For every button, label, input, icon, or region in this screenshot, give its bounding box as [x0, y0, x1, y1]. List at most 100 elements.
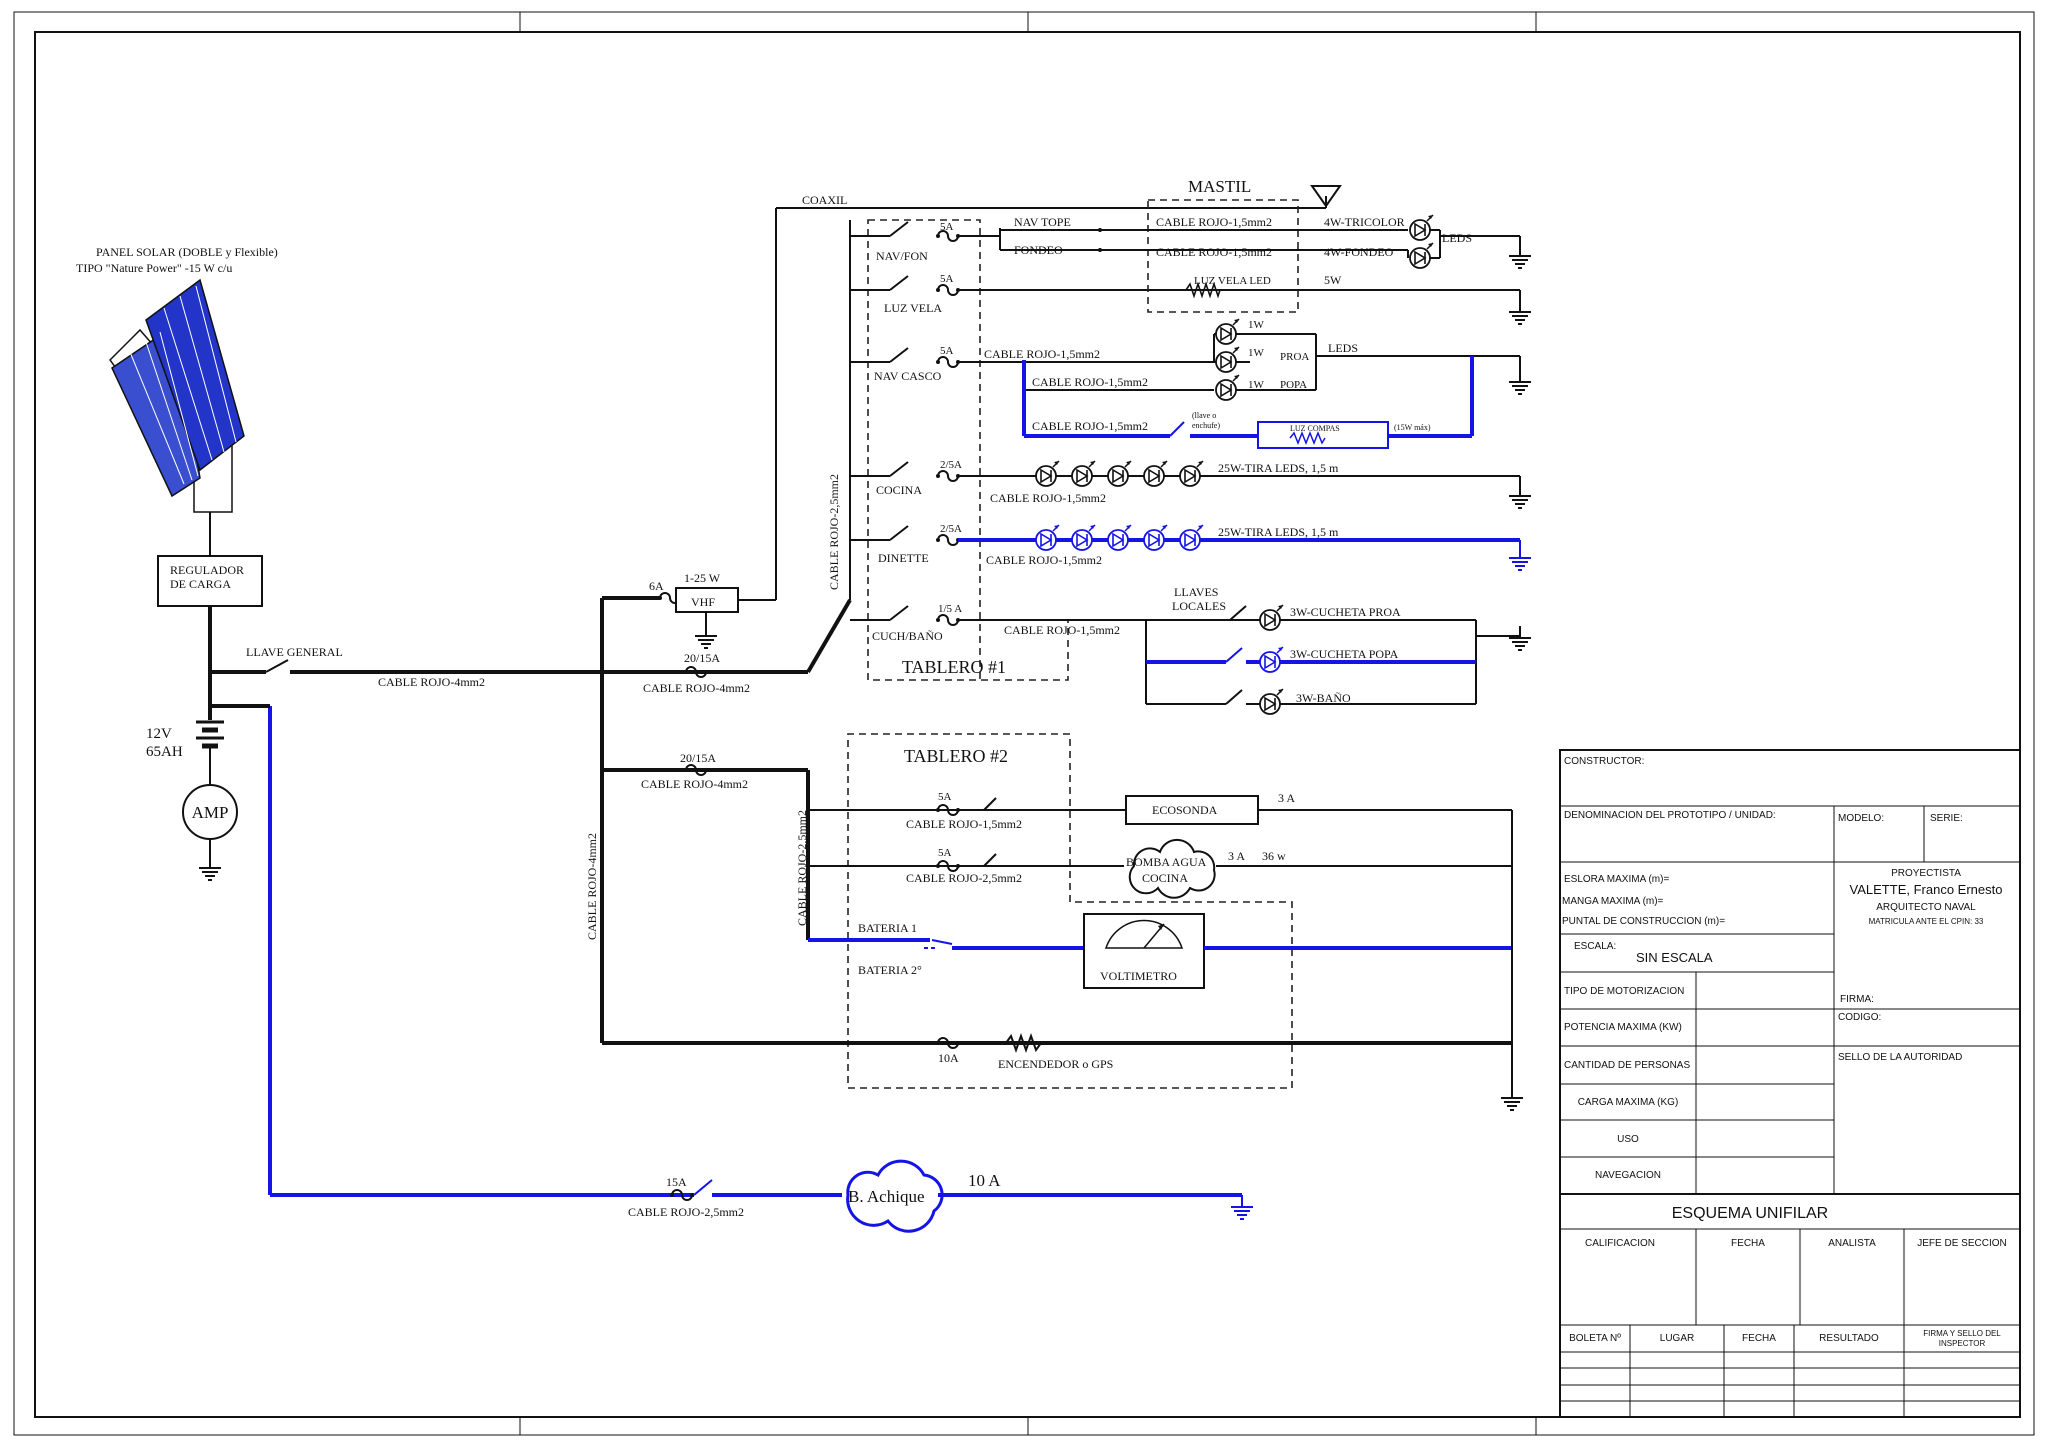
llave-general-label: LLAVE GENERAL — [246, 645, 343, 659]
vhf-power: 1-25 W — [684, 571, 721, 585]
cocina-cable: CABLE ROJO-1,5mm2 — [990, 491, 1106, 505]
bomba-agua-shape — [1128, 838, 1216, 899]
compas-cable: CABLE ROJO-1,5mm2 — [1032, 419, 1148, 433]
cocina-strip: 25W-TIRA LEDS, 1,5 m — [1035, 460, 1339, 487]
tb-firma-sello1: FIRMA Y SELLO DEL — [1923, 1329, 2001, 1338]
cucheta-proa-label: 3W-CUCHETA PROA — [1290, 605, 1401, 619]
main-fuse-2: 20/15A — [680, 751, 716, 765]
encendedor-resistor-icon — [1005, 1033, 1042, 1053]
luz-vela-power: 5W — [1324, 273, 1342, 287]
casco-proa: PROA — [1280, 351, 1309, 363]
bomba-fuse: 5A — [938, 847, 952, 859]
tb-puntal: PUNTAL DE CONSTRUCCION (m)= — [1562, 916, 1725, 927]
nav-tope-label: NAV TOPE — [1014, 215, 1071, 229]
tb-name: VALETTE, Franco Ernesto — [1850, 882, 2003, 897]
navcasco-fuse: 5A — [940, 345, 954, 357]
tb-analista: ANALISTA — [1828, 1238, 1876, 1249]
casco-leds: LEDS — [1328, 341, 1358, 355]
tb-eslora: ESLORA MAXIMA (m)= — [1564, 874, 1669, 885]
bomba-achique: 15A CABLE ROJO-2,5mm2 B. Achique 10 A — [270, 1159, 1254, 1233]
tb-modelo: MODELO: — [1838, 813, 1884, 824]
tablero-1: TABLERO #1 5A NAV/FON NAV TOPE FONDEO 5A… — [850, 215, 1520, 681]
tablero2-title: TABLERO #2 — [904, 746, 1008, 766]
voltimetro-label: VOLTIMETRO — [1100, 969, 1177, 983]
tricolor-led-icon — [1409, 214, 1434, 241]
voltimetro-box — [1083, 913, 1205, 989]
achique-fuse: 15A — [666, 1175, 687, 1189]
tb-serie: SERIE: — [1930, 813, 1963, 824]
charge-regulator: REGULADOR DE CARGA — [157, 555, 263, 607]
luzvela-label: LUZ VELA — [884, 301, 942, 315]
coaxil-label: COAXIL — [802, 193, 847, 207]
ecosonda-fuse: 5A — [938, 791, 952, 803]
enchufe: enchufe) — [1192, 421, 1220, 430]
tb-potencia: POTENCIA MAXIMA (KW) — [1564, 1022, 1682, 1033]
bomba-watts: 36 w — [1262, 849, 1286, 863]
achique-label: B. Achique — [848, 1187, 925, 1206]
fondeo-led-label: 4W-FONDEO — [1324, 245, 1394, 259]
tricolor-label: 4W-TRICOLOR — [1324, 215, 1405, 229]
encendedor-fuse: 10A — [938, 1051, 959, 1065]
ecosonda-amps: 3 A — [1278, 791, 1295, 805]
mastil-cable-fondeo: CABLE ROJO-1,5mm2 — [1156, 245, 1272, 259]
antenna-icon — [1310, 185, 1342, 208]
casco-popa: POPA — [1280, 379, 1307, 391]
tablero1-title: TABLERO #1 — [902, 657, 1006, 677]
amp-label: AMP — [192, 803, 229, 822]
locales-label: LOCALES — [1172, 599, 1226, 613]
tb-firma: FIRMA: — [1840, 994, 1874, 1005]
main-fuse-1: 20/15A — [684, 651, 720, 665]
fondeo-label: FONDEO — [1014, 243, 1063, 257]
tb-navegacion: NAVEGACION — [1595, 1170, 1661, 1181]
mastil-title: MASTIL — [1188, 177, 1251, 196]
cuchetas: LLAVES LOCALES 3W-CUCHETA PROA 3W-CUCHET… — [1145, 585, 1520, 715]
ecosonda-box — [1125, 795, 1259, 825]
main-feeder: LLAVE GENERAL CABLE ROJO-4mm2 20/15A CAB… — [210, 220, 852, 1195]
bateria2-label: BATERIA 2° — [858, 963, 922, 977]
llave-o: (llave o — [1192, 411, 1216, 420]
tb-lugar: LUGAR — [1660, 1333, 1694, 1344]
navcasco-label: NAV CASCO — [874, 369, 942, 383]
tb-jefe: JEFE DE SECCION — [1917, 1238, 2006, 1249]
vhf-circuit: 6A VHF 1-25 W COAXIL — [649, 185, 1342, 649]
solar-panel: PANEL SOLAR (DOBLE y Flexible) TIPO "Nat… — [76, 245, 278, 556]
ecosonda-cable: CABLE ROJO-1,5mm2 — [906, 817, 1022, 831]
battery-voltage: 12V — [146, 726, 172, 742]
tb-escala-value: SIN ESCALA — [1636, 950, 1713, 965]
main-vertical-cable: CABLE ROJO-4mm2 — [585, 833, 599, 940]
bomba-amps: 3 A — [1228, 849, 1245, 863]
mastil: MASTIL CABLE ROJO-1,5mm2 CABLE ROJO-1,5m… — [1098, 177, 1520, 313]
achique-amps: 10 A — [968, 1171, 1001, 1190]
navfon-fuse: 5A — [940, 221, 954, 233]
bomba-line2: COCINA — [1142, 871, 1188, 885]
cocina-strip-label: 25W-TIRA LEDS, 1,5 m — [1218, 461, 1339, 475]
sheet-frame — [13, 11, 2035, 1436]
luz-vela-resistor-icon — [1185, 281, 1221, 299]
casco-w2: 1W — [1248, 347, 1265, 359]
tb-esquema: ESQUEMA UNIFILAR — [1672, 1205, 1828, 1222]
llaves-label: LLAVES — [1174, 585, 1218, 599]
luz-compas-power: (15W máx) — [1394, 423, 1431, 432]
battery-capacity: 65AH — [146, 744, 183, 760]
regulator-line2: DE CARGA — [170, 577, 231, 591]
tb-codigo: CODIGO: — [1838, 1012, 1881, 1023]
bateria1-label: BATERIA 1 — [858, 921, 917, 935]
achique-cable: CABLE ROJO-2,5mm2 — [628, 1205, 744, 1219]
fondeo-led-icon — [1409, 242, 1434, 269]
tb-fecha2: FECHA — [1742, 1333, 1776, 1344]
casco-popa-cable: CABLE ROJO-1,5mm2 — [1032, 375, 1148, 389]
mastil-cable-tricolor: CABLE ROJO-1,5mm2 — [1156, 215, 1272, 229]
bomba-line1: BOMBA AGUA — [1126, 855, 1207, 869]
cuch-cable: CABLE ROJO-1,5mm2 — [1004, 623, 1120, 637]
main-cable-2: CABLE ROJO-4mm2 — [643, 681, 750, 695]
luzvela-fuse: 5A — [940, 273, 954, 285]
encendedor-label: ENCENDEDOR o GPS — [998, 1057, 1113, 1071]
dinette-strip: 25W-TIRA LEDS, 1,5 m — [1035, 524, 1339, 551]
mastil-leds-label: LEDS — [1442, 231, 1472, 245]
navcasco-cable: CABLE ROJO-1,5mm2 — [984, 347, 1100, 361]
casco-w3: 1W — [1248, 379, 1265, 391]
dinette-cable: CABLE ROJO-1,5mm2 — [986, 553, 1102, 567]
cocina-label: COCINA — [876, 483, 922, 497]
luz-compas-label: LUZ COMPAS — [1290, 424, 1340, 433]
